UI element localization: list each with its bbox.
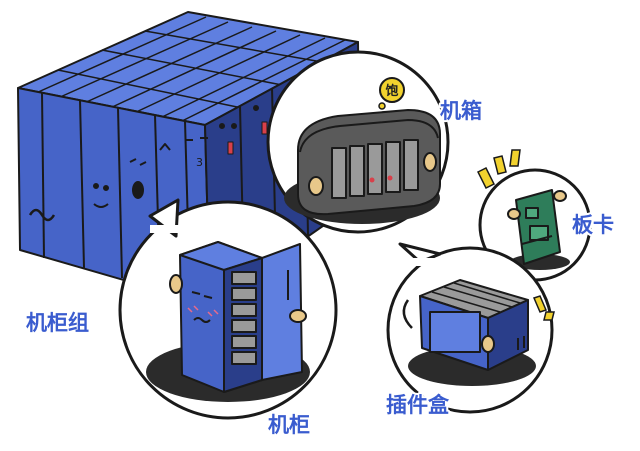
cabinet-bubble	[118, 198, 338, 420]
indicator-light	[227, 141, 234, 155]
label-chassis: 机箱	[440, 99, 482, 123]
chassis-hand	[308, 176, 324, 196]
label-cabinet-row: 机柜组	[26, 311, 89, 335]
plugin-box-bubble	[386, 242, 555, 414]
spark-marks-2	[532, 295, 555, 321]
label-cabinet: 机柜	[268, 413, 310, 437]
chassis-device	[297, 109, 441, 216]
plugin-box-device	[402, 279, 529, 371]
chassis-slot	[403, 139, 419, 191]
label-plugin-box: 插件盒	[386, 393, 450, 417]
chassis-bubble: 饱	[266, 50, 450, 234]
thought-bubble: 饱	[378, 77, 405, 110]
chassis-slot	[349, 145, 365, 197]
label-board-card: 板卡	[572, 213, 614, 237]
bubble-text: 饱	[384, 83, 398, 99]
svg-text:3: 3	[196, 156, 203, 169]
cabinet-eye	[103, 185, 109, 191]
board-card-bubble	[476, 149, 592, 282]
cabinet-eye	[93, 183, 99, 189]
squiggle-mouth	[28, 208, 56, 222]
chassis-slot	[367, 143, 383, 195]
cabinet-row-top-grid	[35, 16, 346, 123]
chassis-slot	[331, 147, 347, 199]
indicator-light	[261, 121, 268, 135]
cabinet-device	[169, 241, 307, 393]
spark-marks	[476, 149, 521, 190]
cabinet-mouth	[132, 181, 144, 199]
board-card-device	[507, 189, 567, 265]
chassis-slot	[385, 141, 401, 193]
